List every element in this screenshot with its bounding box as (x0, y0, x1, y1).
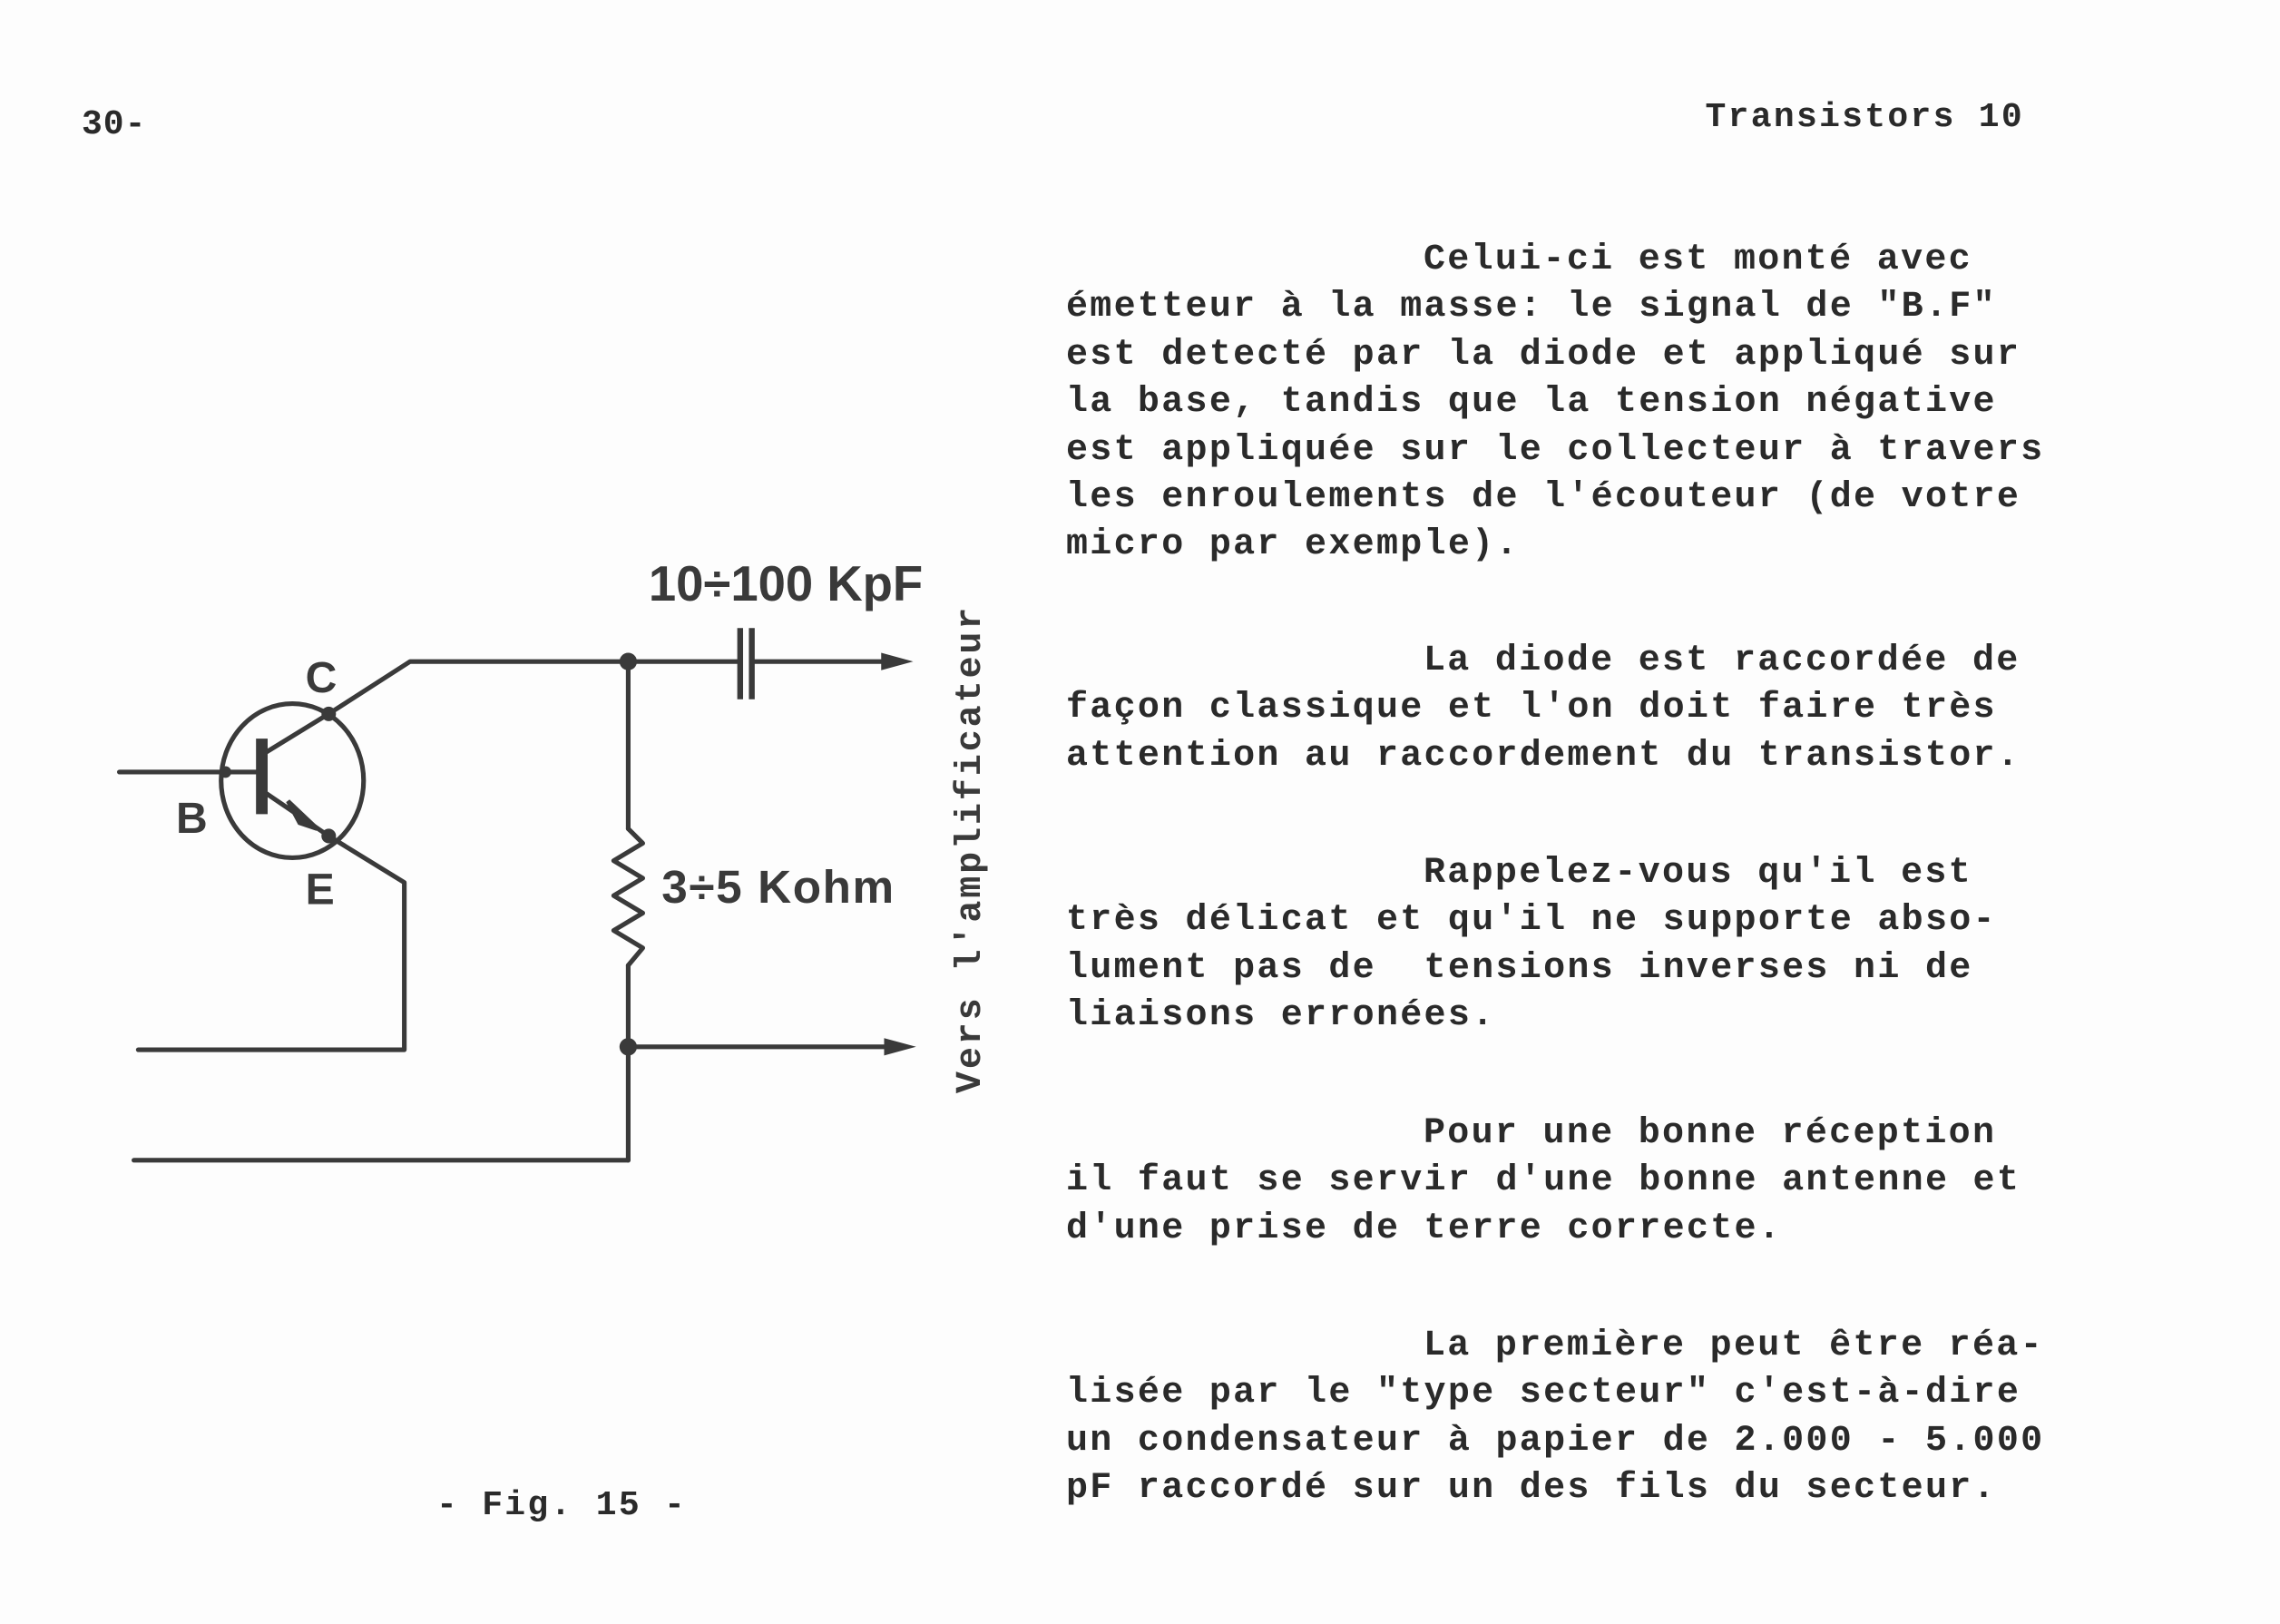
text-line: Celui-ci est monté avec (1424, 240, 1972, 280)
text-line: Rappelez-vous qu'il est (1424, 853, 1972, 894)
collector-label: C (306, 653, 338, 702)
text-line: liaisons erronées. (1066, 995, 1496, 1037)
text-line: façon classique et l'on doit faire très (1066, 688, 1997, 729)
page-number: 30- (82, 105, 147, 144)
capacitor-value-label: 10÷100 KpF (649, 556, 923, 611)
paragraph-1: Celui-ci est monté avec émetteur à la mas… (1066, 237, 2044, 570)
text-line: les enroulements de l'écouteur (de votre (1066, 477, 2021, 519)
running-title: Transistors 10 (1705, 98, 2024, 137)
text-line: est appliquée sur le collecteur à traver… (1066, 429, 2045, 471)
text-line: micro par exemple). (1066, 524, 1520, 566)
resistor-value-label: 3÷5 Kohm (661, 861, 895, 913)
text-line: lisée par le "type secteur" c'est-à-dire (1066, 1373, 2021, 1414)
paragraph-2: La diode est raccordée de façon classique… (1066, 638, 2021, 780)
text-line: un condensateur à papier de 2.000 - 5.00… (1066, 1420, 2045, 1462)
signal-output-arrow-icon (881, 652, 914, 670)
paragraph-5: La première peut être réa-lisée par le "… (1066, 1323, 2044, 1513)
emitter-wire (135, 833, 407, 1052)
figure-caption: - Fig. 15 - (436, 1486, 688, 1525)
ground-output-arrow-icon (884, 1038, 916, 1056)
output-label: Vers l'amplificateur (951, 605, 992, 1093)
text-line: est detecté par la diode et appliqué sur (1066, 334, 2021, 376)
base-label: B (176, 794, 208, 843)
collector-node (321, 706, 337, 721)
paragraph-4: Pour une bonne réception il faut se servi… (1066, 1110, 2021, 1253)
text-line: La première peut être réa- (1424, 1326, 2044, 1366)
collector-wire (262, 659, 631, 756)
text-line: la base, tandis que la tension négative (1066, 382, 1997, 424)
text-line: La diode est raccordée de (1424, 641, 2021, 681)
text-line: Pour une bonne réception (1424, 1113, 1997, 1154)
text-line: lument pas de tensions inverses ni de (1066, 947, 1973, 989)
emitter-arrow-icon (286, 799, 319, 831)
text-line: pF raccordé sur un des fils du secteur. (1066, 1468, 1997, 1510)
text-line: émetteur à la masse: le signal de "B.F" (1066, 287, 1997, 328)
transistor-envelope (219, 701, 367, 861)
text-line: très délicat et qu'il ne supporte abso- (1066, 900, 1997, 942)
paragraph-3: Rappelez-vous qu'il est très délicat et q… (1066, 850, 1997, 1041)
emitter-label: E (306, 866, 335, 915)
text-line: attention au raccordement du transistor. (1066, 735, 2021, 777)
text-line: d'une prise de terre correcte. (1066, 1208, 1783, 1249)
resistor-icon (611, 826, 646, 968)
text-line: il faut se servir d'une bonne antenne et (1066, 1160, 2021, 1202)
